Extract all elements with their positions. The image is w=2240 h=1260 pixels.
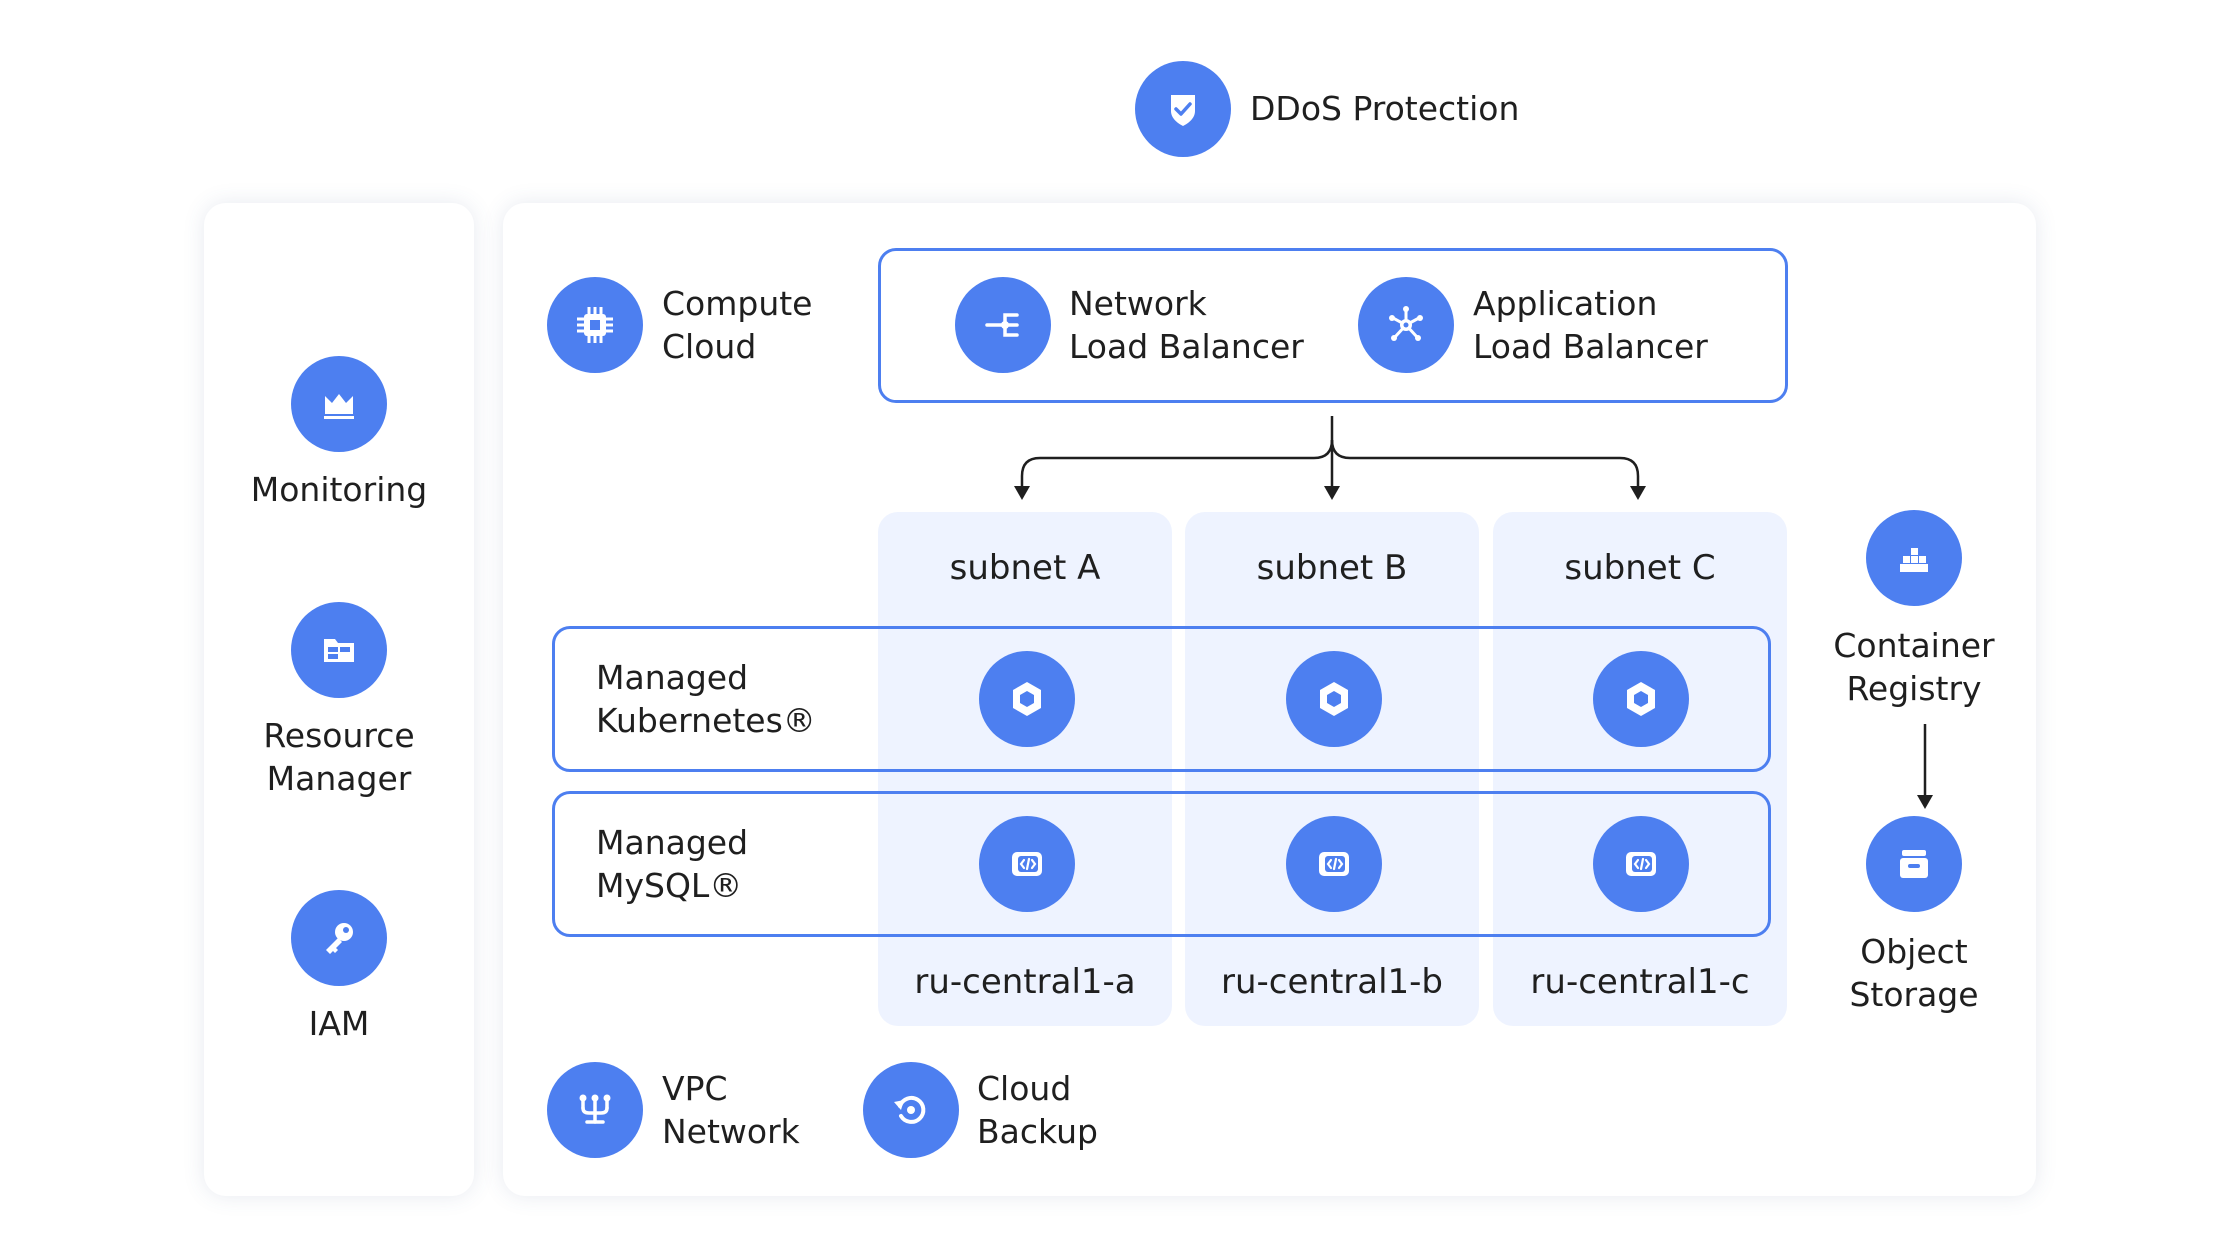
iam-label: IAM [308,1004,370,1043]
kubernetes-label: Managed Kubernetes® [596,658,816,740]
mysql-icon [1286,816,1382,912]
resource-manager-label: Resource Manager [263,716,415,798]
zone-a-label: ru-central1-a [914,962,1136,1002]
network-balancer-label: Network Load Balancer [1069,284,1304,366]
backup-label: Cloud Backup [977,1069,1098,1151]
kubernetes-icon [979,651,1075,747]
shield-icon [1135,61,1231,157]
kubernetes-icon [1286,651,1382,747]
network-balancer-icon [955,277,1051,373]
monitoring-label: Monitoring [250,470,428,509]
storage-icon [1866,816,1962,912]
ddos-label: DDoS Protection [1250,89,1520,128]
kubernetes-band [552,626,1771,772]
kubernetes-icon [1593,651,1689,747]
mysql-band [552,791,1771,937]
subnet-c-title: subnet C [1564,548,1716,588]
key-icon [291,890,387,986]
container-icon [1866,510,1962,606]
chart-icon [291,356,387,452]
subnet-a-title: subnet A [949,548,1101,588]
backup-icon [863,1062,959,1158]
mysql-icon [1593,816,1689,912]
zone-b-label: ru-central1-b [1220,962,1444,1002]
vpc-label: VPC Network [662,1069,800,1151]
compute-cloud-label: Compute Cloud [662,284,813,366]
storage-label: Object Storage [1849,932,1979,1014]
mysql-label: Managed MySQL® [596,823,749,905]
chip-icon [547,277,643,373]
zone-c-label: ru-central1-c [1530,962,1750,1002]
application-balancer-label: Application Load Balancer [1473,284,1708,366]
folder-icon [291,602,387,698]
vpc-icon [547,1062,643,1158]
application-balancer-icon [1358,277,1454,373]
registry-label: Container Registry [1833,626,1995,708]
subnet-b-title: subnet B [1256,548,1408,588]
mysql-icon [979,816,1075,912]
